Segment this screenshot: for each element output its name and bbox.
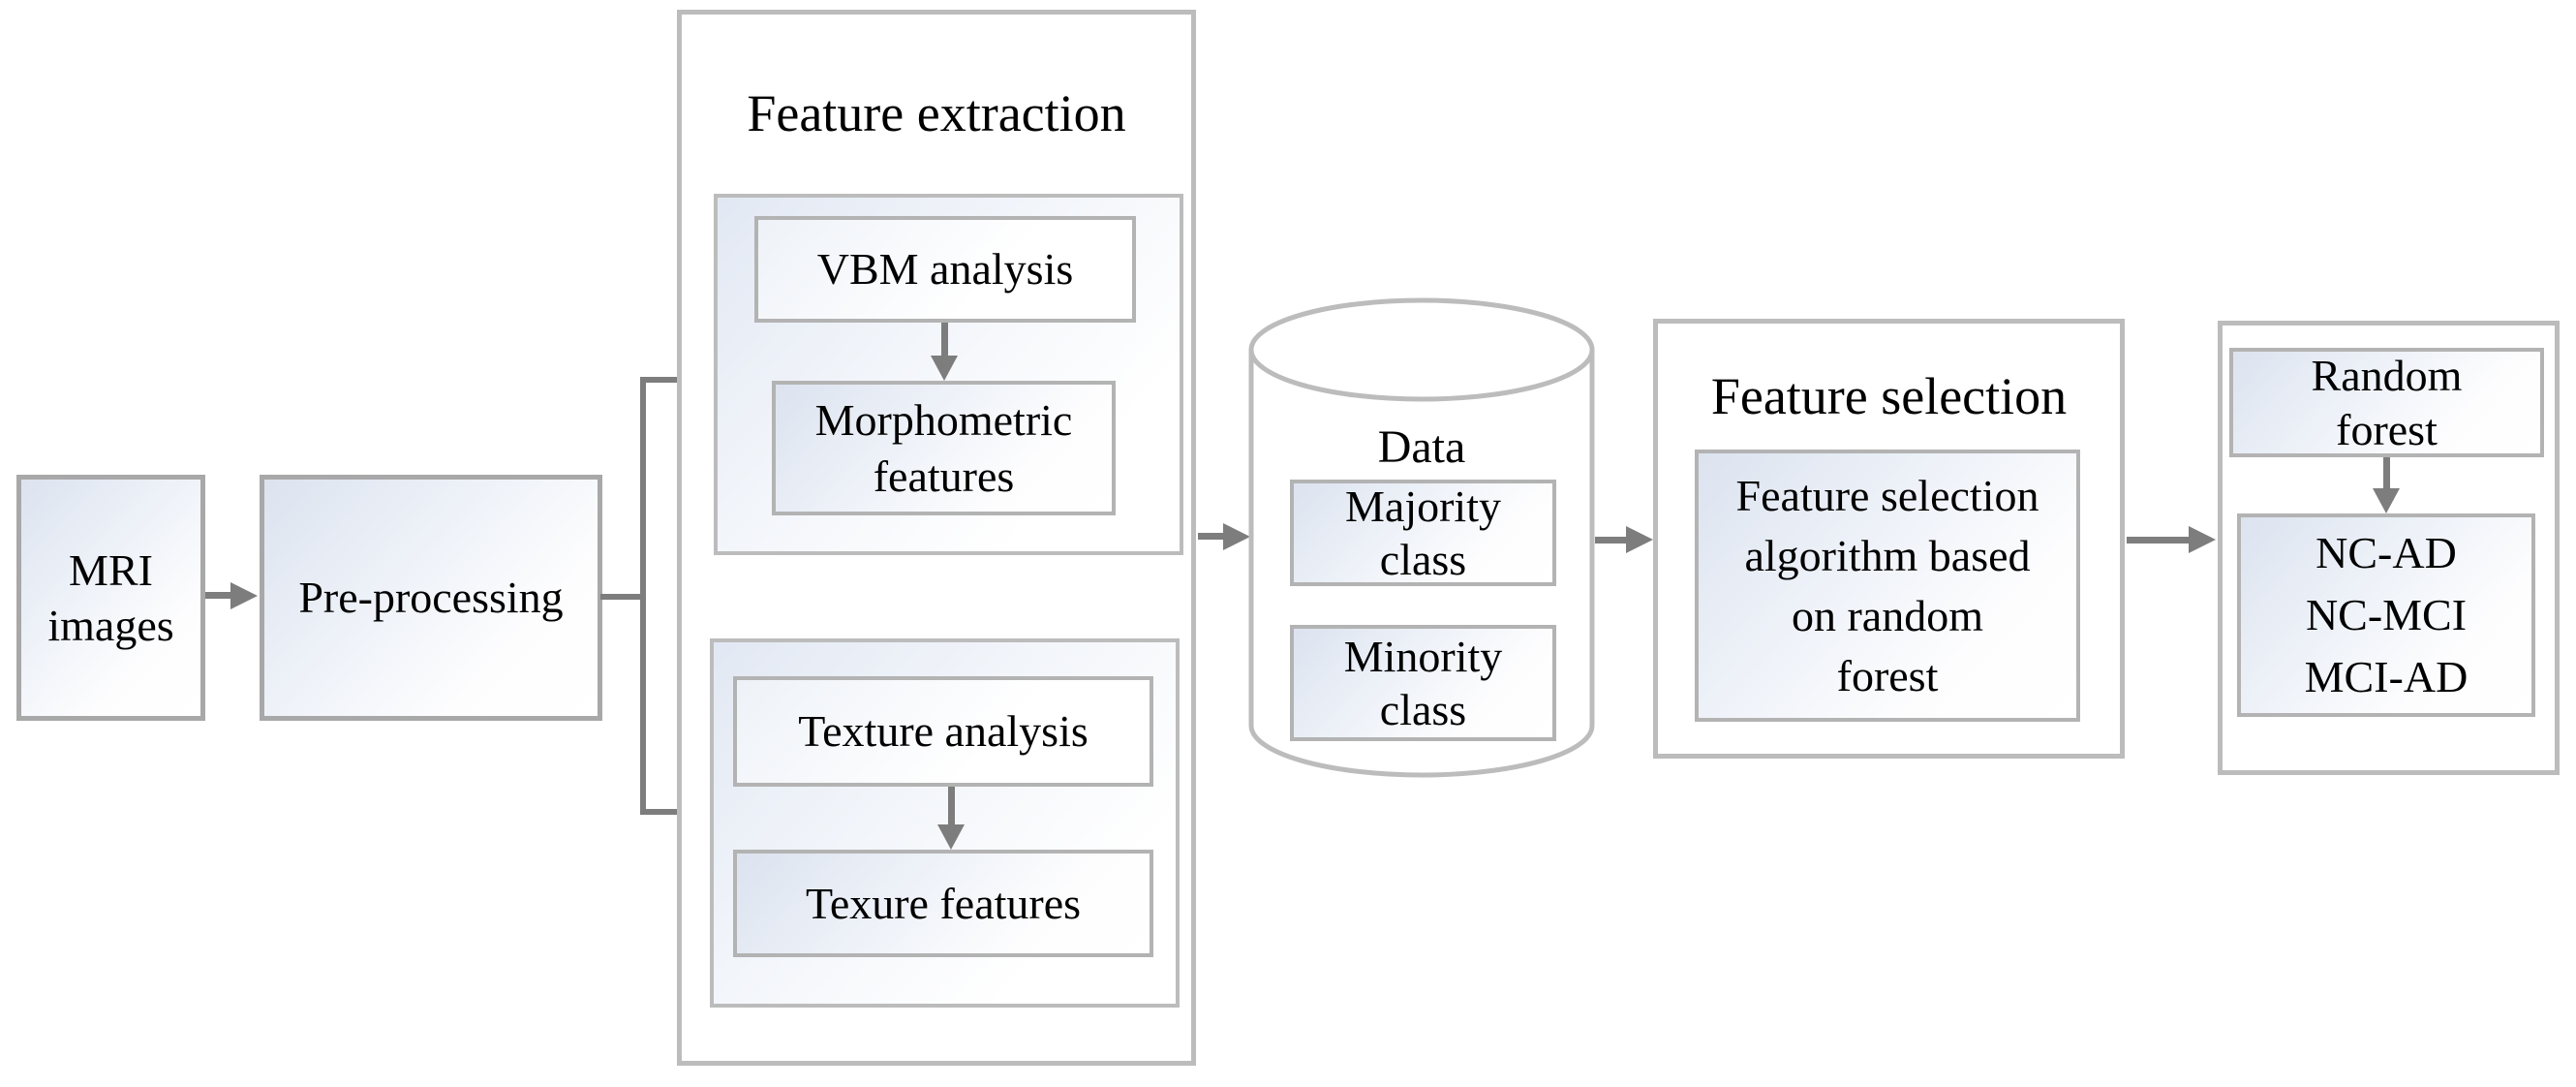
feature-selection-algorithm-node: Feature selection algorithm based on ran… [1695,450,2080,722]
minority-label-line1: Minority [1343,631,1503,681]
majority-label-line2: class [1379,535,1467,584]
texure-features-label: Texure features [805,878,1082,928]
majority-label-line1: Majority [1345,481,1501,531]
mri-images-node: MRI images [16,475,205,721]
morphometric-label-line2: features [873,450,1015,501]
arrow-data-to-selection-shaft [1595,537,1626,544]
output-label-mci-ad: MCI-AD [2304,652,2469,701]
texture-analysis-label: Texture analysis [798,706,1089,757]
arrow-mri-to-preprocessing-icon [230,582,258,609]
morphometric-features-node: Morphometric features [772,381,1116,515]
random-forest-label-line2: forest [2336,404,2438,454]
arrow-texture-to-texure-icon [937,824,965,850]
arrow-extraction-to-data-shaft [1198,533,1225,540]
texure-features-node: Texure features [733,850,1153,957]
data-store-title: Data [1377,421,1466,473]
output-label-nc-ad: NC-AD [2315,528,2457,577]
vbm-analysis-label: VBM analysis [816,244,1074,295]
arrow-forest-to-outputs-icon [2373,488,2400,513]
random-forest-node: Random forest [2229,348,2544,457]
arrow-extraction-to-data-icon [1223,523,1250,550]
mri-images-label-line1: MRI [69,544,153,595]
classification-outputs-node: NC-AD NC-MCI MCI-AD [2237,513,2535,717]
branch-stub-connector [600,594,644,600]
minority-class-node: Minority class [1290,625,1556,741]
fs-algorithm-line4: forest [1836,650,1939,700]
output-label-nc-mci: NC-MCI [2305,590,2468,639]
branch-bottom-arrow-shaft [644,809,685,815]
minority-label-line2: class [1379,685,1467,734]
arrow-selection-to-classifier-icon [2189,526,2216,553]
branch-top-arrow-shaft [644,377,685,383]
feature-extraction-title: Feature extraction [747,84,1126,142]
arrow-mri-to-preprocessing-shaft [205,592,232,599]
morphometric-label-line1: Morphometric [814,395,1073,445]
arrow-data-to-selection-icon [1626,526,1653,553]
arrow-vbm-to-morphometric-icon [931,356,958,381]
mri-images-label-line2: images [47,601,174,650]
majority-class-node: Majority class [1290,480,1556,586]
arrow-texture-to-texure-shaft [948,787,955,824]
fs-algorithm-line1: Feature selection [1735,470,2039,520]
fs-algorithm-line2: algorithm based [1744,530,2031,580]
feature-selection-title: Feature selection [1710,367,2068,425]
vbm-analysis-node: VBM analysis [754,216,1136,323]
arrow-forest-to-outputs-shaft [2383,457,2390,488]
fs-algorithm-line3: on random [1791,590,1983,640]
branch-vertical-connector [640,377,646,815]
texture-analysis-node: Texture analysis [733,676,1153,787]
arrow-selection-to-classifier-shaft [2127,537,2189,544]
preprocessing-node: Pre-processing [260,475,602,721]
preprocessing-label: Pre-processing [298,573,564,623]
arrow-vbm-to-morphometric-shaft [941,323,948,356]
random-forest-label-line1: Random [2311,351,2463,401]
